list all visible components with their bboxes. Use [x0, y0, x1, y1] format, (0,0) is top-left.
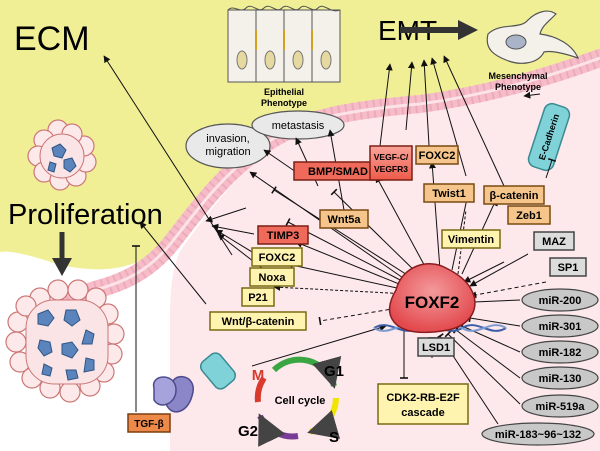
cdk2-label-line2: cascade	[401, 407, 444, 419]
foxc2-left-label: FOXC2	[259, 252, 296, 264]
invasion-label-line1: invasion,	[206, 133, 249, 145]
lsd1-label: LSD1	[422, 342, 450, 354]
mirna-oval	[521, 288, 599, 312]
foxf2-label: FOXF2	[405, 293, 460, 312]
noxa-box	[249, 267, 295, 287]
emt-arrow	[400, 20, 478, 40]
vimentin-label: Vimentin	[448, 234, 495, 246]
tgf-beta-label: TGF-β	[134, 419, 163, 430]
e-cadherin: E-Cadherin	[527, 102, 571, 172]
tgf-beta-receptor	[153, 352, 237, 413]
beta-catenin-label: β-catenin	[490, 190, 539, 202]
tgf-beta-box	[127, 413, 171, 433]
noxa-label: Noxa	[259, 272, 287, 284]
mirna-oval	[521, 340, 599, 364]
proliferation-down-arrow	[52, 232, 72, 276]
maz-box	[533, 231, 575, 251]
twist1-box	[423, 183, 475, 203]
small-cell-cluster	[27, 119, 97, 191]
wnt-beta-catenin-box	[209, 311, 307, 331]
proliferation-label: Proliferation	[8, 199, 163, 231]
beta-catenin-box	[483, 185, 545, 205]
cell-cycle-wheel	[254, 355, 342, 447]
p21-label: P21	[248, 292, 268, 304]
cycle-phase-m: M	[252, 367, 265, 384]
foxc2-left-box	[251, 247, 303, 267]
epithelial-label-line2: Phenotype	[261, 98, 307, 108]
timp3-label: TIMP3	[267, 230, 299, 242]
mesenchymal-label-line1: Mesenchymal	[488, 71, 547, 81]
sp1-box	[549, 257, 587, 277]
ecm-region	[0, 0, 600, 270]
maz-label: MAZ	[542, 236, 566, 248]
cell-cycle-label: Cell cycle	[275, 395, 326, 407]
mirna-label: miR-200	[539, 295, 582, 307]
wnt5a-box	[319, 209, 369, 229]
vegf-label-line1: VEGF-C/	[374, 152, 409, 162]
foxc2-top-box	[415, 145, 459, 165]
cycle-phase-s: S	[329, 429, 339, 446]
metastasis-label: metastasis	[272, 120, 325, 132]
wnt-beta-catenin-label: Wnt/β-catenin	[222, 316, 295, 328]
mirna-oval	[521, 366, 599, 390]
mirna-label: miR-301	[539, 321, 582, 333]
ecm-label: ECM	[14, 20, 90, 58]
epithelial-label-line1: Epithelial	[264, 87, 304, 97]
mirna-label: miR-183~96~132	[495, 429, 581, 441]
large-cell-cluster	[5, 279, 125, 403]
wnt5a-label: Wnt5a	[328, 214, 362, 226]
timp3-box	[257, 225, 309, 245]
sp1-label: SP1	[558, 262, 579, 274]
foxf2-protein	[388, 263, 476, 334]
p21-box	[241, 287, 275, 307]
zeb1-box	[507, 205, 551, 225]
cdk2-box	[377, 383, 469, 425]
invasion-label-line2: migration	[205, 146, 250, 158]
cdk2-label-line1: CDK2-RB-E2F	[386, 392, 460, 404]
mirna-oval	[481, 422, 595, 446]
vegf-label-line2: VEGFR3	[374, 164, 408, 174]
cycle-phase-g1: G1	[324, 363, 344, 380]
mirna-oval	[521, 314, 599, 338]
mirna-label: miR-182	[539, 347, 582, 359]
mesenchymal-label-line2: Phenotype	[495, 82, 541, 92]
zeb1-label: Zeb1	[516, 210, 542, 222]
twist1-label: Twist1	[432, 188, 465, 200]
bmp-smad-label: BMP/SMAD	[308, 166, 368, 178]
mirna-oval	[521, 394, 599, 418]
lsd1-box	[417, 337, 455, 357]
foxc2-top-label: FOXC2	[419, 150, 456, 162]
cycle-phase-g2: G2	[238, 423, 258, 440]
vegf-box	[369, 145, 413, 181]
vimentin-box	[441, 229, 501, 249]
mirna-label: miR-130	[539, 373, 582, 385]
epithelial-cells-illustration	[227, 5, 341, 83]
mesenchymal-cell-illustration	[486, 10, 580, 64]
invasion-migration-oval	[185, 123, 271, 169]
mirna-label: miR-519a	[536, 401, 586, 413]
